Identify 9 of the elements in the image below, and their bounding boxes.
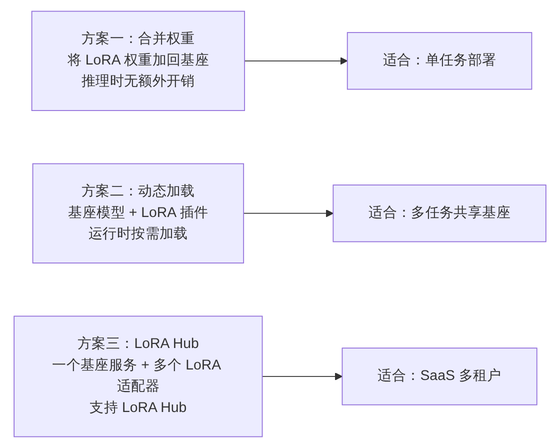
node-box: 方案一：合并权重 将 LoRA 权重加回基座 推理时无额外开销 xyxy=(30,10,244,111)
node-box: 适合：多任务共享基座 xyxy=(332,184,546,242)
node-box: 适合：SaaS 多租户 xyxy=(341,348,537,406)
node-box: 方案三：LoRA Hub 一个基座服务 + 多个 LoRA 适配器 支持 LoRA Hub xyxy=(13,316,262,438)
arrow xyxy=(242,209,334,218)
arrow xyxy=(244,57,348,65)
arrow xyxy=(261,372,342,380)
node-box: 方案二：动态加载 基座模型 + LoRA 插件 运行时按需加载 xyxy=(32,163,244,264)
node-box: 适合：单任务部署 xyxy=(346,32,532,90)
